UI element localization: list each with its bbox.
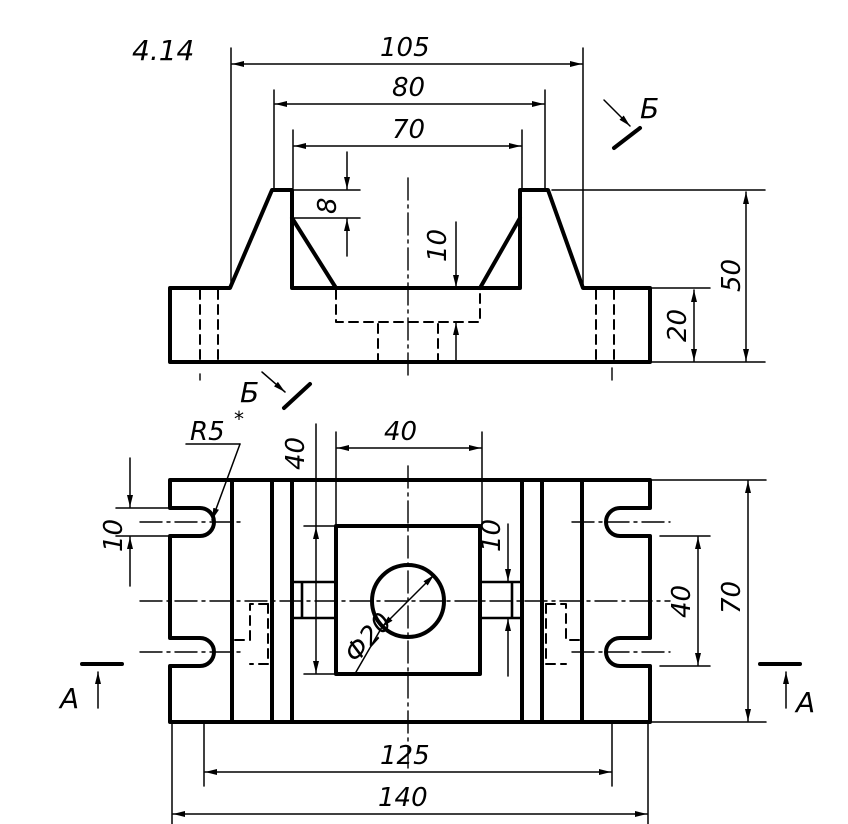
front-view (168, 177, 652, 381)
dim-10-left: 10 (99, 519, 129, 552)
section-b-label-top: Б (640, 92, 659, 125)
dim-80: 80 (392, 73, 425, 103)
front-dimensions: 105 80 70 8 10 50 20 (230, 33, 766, 363)
section-mark-b-top: Б (603, 92, 659, 150)
hidden-step-right-a (545, 603, 581, 641)
dim-10-front: 10 (423, 229, 453, 262)
plan-view (139, 465, 671, 771)
dim-8: 8 (313, 197, 343, 214)
hidden-step-right-b (545, 603, 567, 665)
figure-number: 4.14 (132, 34, 194, 67)
dim-50: 50 (717, 259, 747, 292)
central-pad (334, 524, 482, 676)
hidden-step-left-b (249, 603, 269, 665)
dim-70: 70 (392, 115, 425, 145)
section-mark-a-right: А (758, 662, 815, 719)
dim-phi20: Ф20 (339, 607, 398, 668)
plan-outline (168, 478, 652, 724)
dim-20: 20 (663, 309, 693, 342)
hidden-step-left-a (233, 603, 269, 641)
dim-10-right: 10 (477, 519, 507, 552)
dim-70: 70 (717, 581, 747, 614)
section-b-label-mid: Б (240, 376, 259, 409)
plan-dimensions: R5 * 40 40 10 10 40 70 (99, 407, 767, 824)
section-a-label-right: А (794, 686, 815, 719)
side-block-left (292, 580, 338, 620)
front-cavity-chamfer-left (290, 216, 338, 290)
section-a-label-left: А (58, 682, 79, 715)
dim-125: 125 (380, 741, 430, 771)
dim-r5-star: * (234, 407, 244, 431)
front-outline (168, 188, 652, 364)
front-cavity-chamfer-right (478, 216, 522, 290)
section-mark-b-mid: Б (240, 371, 312, 410)
dim-140: 140 (378, 783, 428, 813)
dim-105: 105 (380, 33, 430, 63)
dim-40-vert-left: 40 (281, 437, 311, 470)
dim-r5: R5 (190, 417, 225, 447)
side-block-right (478, 580, 522, 620)
section-mark-a-left: А (58, 662, 124, 715)
dim-40-top: 40 (384, 417, 417, 447)
dim-40-right: 40 (667, 585, 697, 618)
